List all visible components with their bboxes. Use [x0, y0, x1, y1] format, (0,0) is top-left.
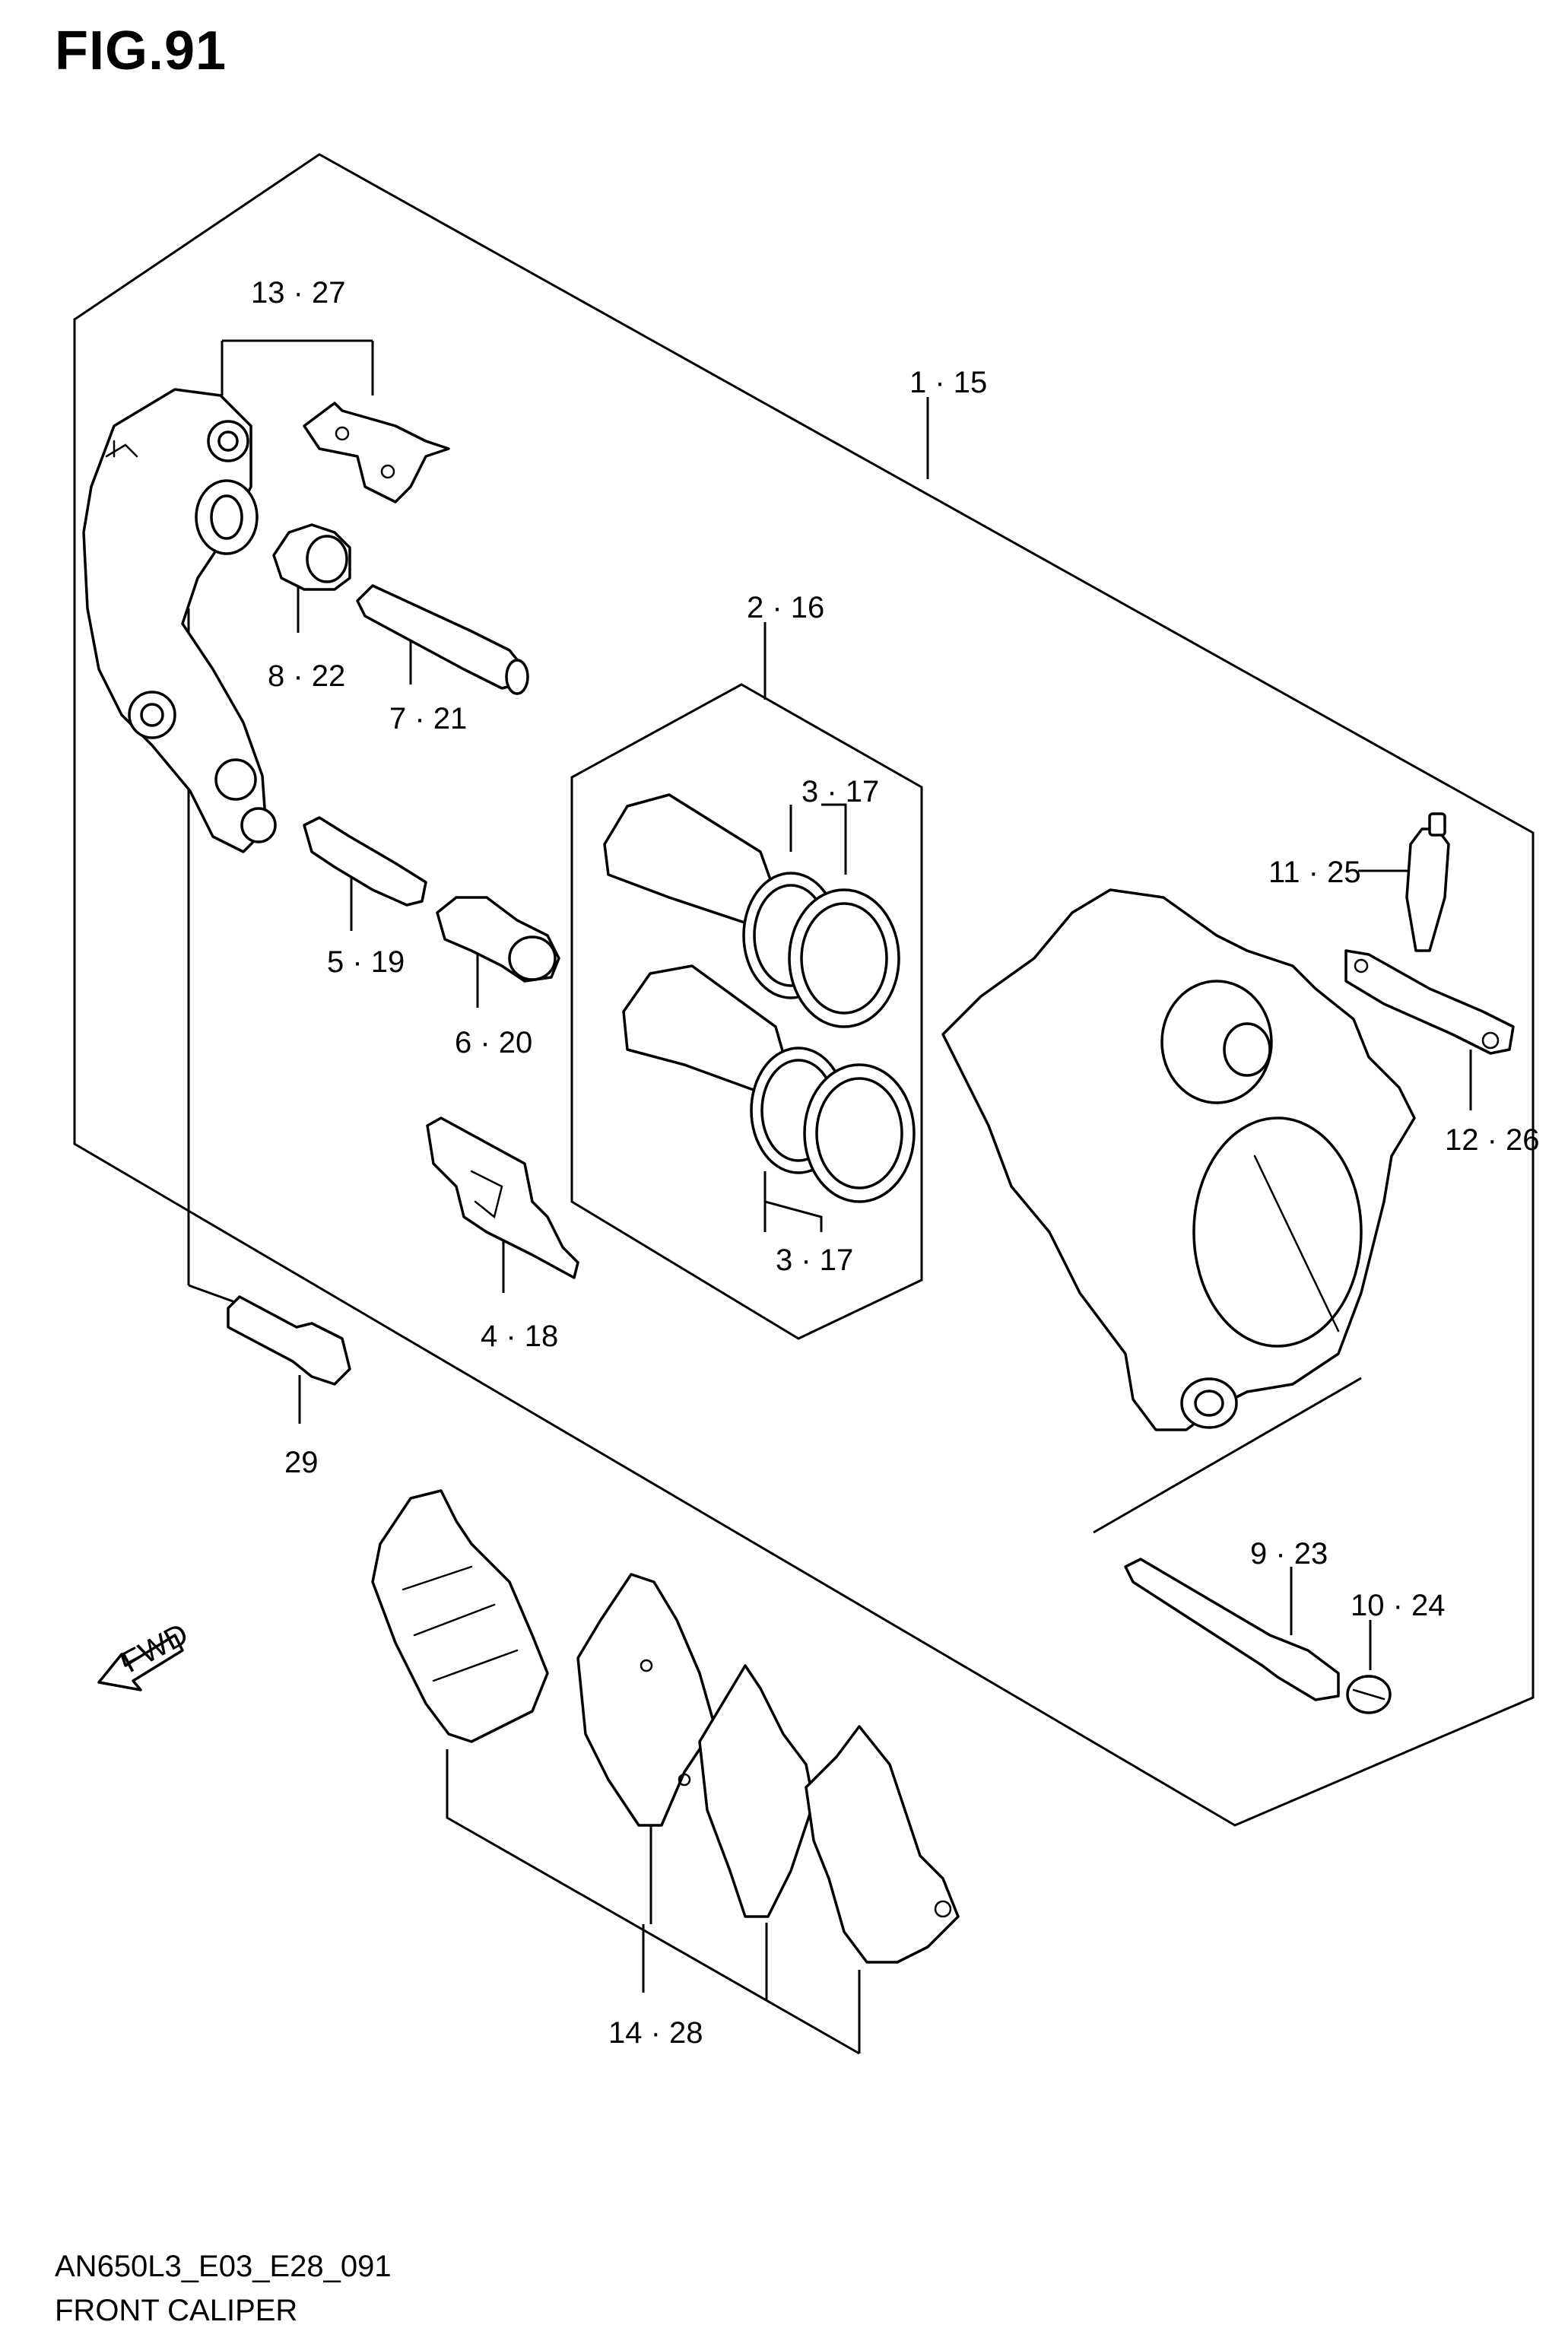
- figure-title: FIG.91: [55, 21, 227, 81]
- callout-1-15: 1 · 15: [909, 366, 987, 399]
- pad-spring-part: [426, 1116, 579, 1279]
- callout-6-20: 6 · 20: [455, 1026, 532, 1059]
- caliper-bracket-part: [82, 388, 277, 853]
- slide-pin-part: [356, 584, 529, 695]
- callout-7-21: 7 · 21: [389, 702, 467, 735]
- bleeder-valve-part: [1405, 812, 1450, 952]
- callout-3-17-bottom: 3 · 17: [776, 1243, 853, 1277]
- callout-10-24: 10 · 24: [1351, 1589, 1446, 1622]
- callout-29: 29: [284, 1446, 319, 1479]
- pin-group-outline: [1093, 1377, 1362, 1534]
- mounting-bolt-part: [227, 1295, 351, 1386]
- callout-8-22: 8 · 22: [268, 659, 345, 693]
- caliper-body-part: [941, 888, 1416, 1431]
- fwd-arrow-label: FWD: [117, 1617, 194, 1679]
- guide-pin-part: [303, 816, 427, 907]
- plug-part: [1346, 1675, 1392, 1714]
- figure-name: FRONT CALIPER: [55, 2294, 298, 2327]
- callout-5-19: 5 · 19: [327, 945, 405, 979]
- spring-clip-part: [303, 402, 450, 503]
- callout-13-27: 13 · 27: [251, 276, 346, 310]
- assembly-outline: [73, 153, 1535, 1827]
- piston-group-outline: [570, 683, 923, 1340]
- pad-pin-part: [1124, 1558, 1340, 1701]
- callout-9-23: 9 · 23: [1250, 1537, 1328, 1571]
- callout-12-26: 12 · 26: [1445, 1123, 1540, 1157]
- callout-14-28: 14 · 28: [608, 2016, 703, 2050]
- callout-4-18: 4 · 18: [481, 1320, 558, 1353]
- piston-seals-part: [742, 872, 916, 1203]
- pin-boot-part: [436, 896, 560, 983]
- callout-2-16: 2 · 16: [747, 591, 824, 624]
- callout-11-25: 11 · 25: [1268, 856, 1361, 889]
- callout-3-17-top: 3 · 17: [801, 775, 879, 808]
- leader-lines: [187, 339, 1472, 2055]
- boot-part: [272, 523, 351, 591]
- forward-direction-arrow-icon: FWD: [97, 1617, 194, 1691]
- brake-pads-part: [371, 1489, 960, 1964]
- figure-code: AN650L3_E03_E28_091: [55, 2250, 392, 2283]
- bleeder-plate-part: [1344, 949, 1515, 1055]
